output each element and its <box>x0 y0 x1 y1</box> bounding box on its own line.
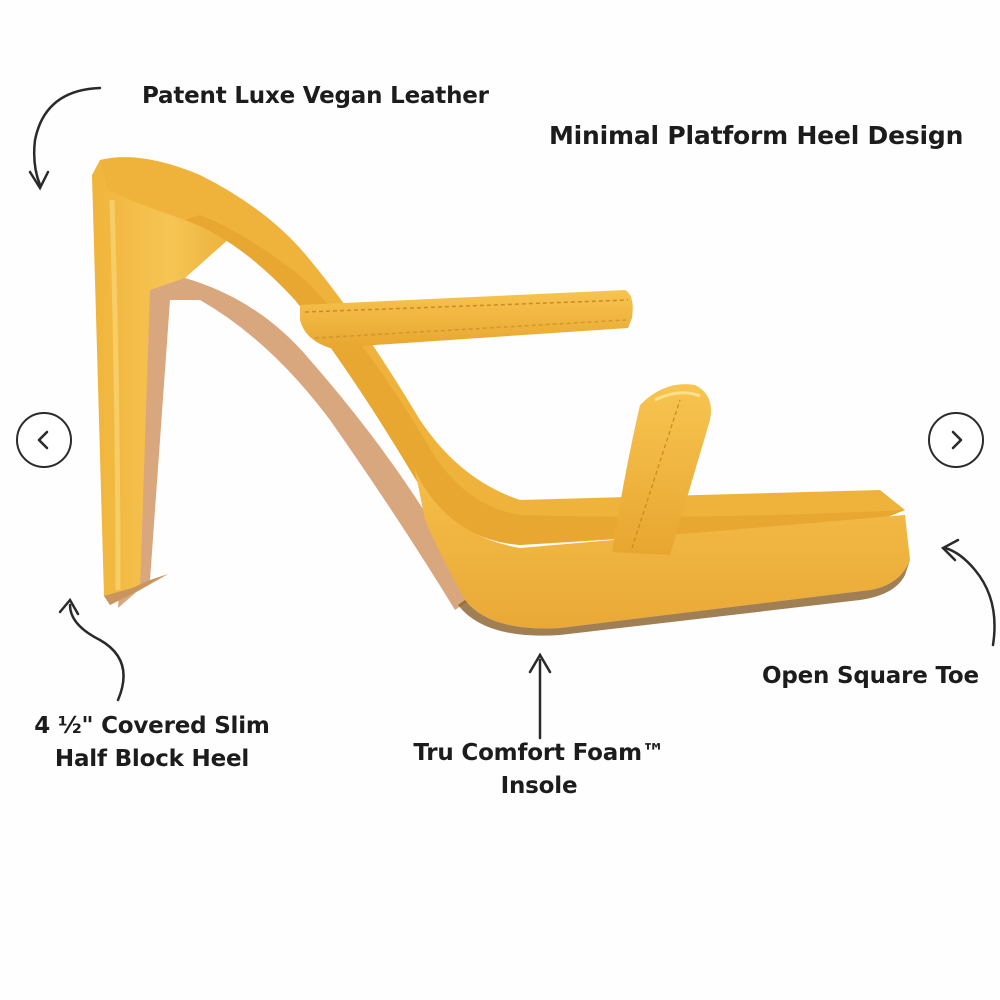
annotation-toe: Open Square Toe <box>762 660 979 693</box>
toe-strap <box>612 384 711 555</box>
annotation-heel-line-1: 4 ½" Covered Slim <box>34 713 270 739</box>
annotation-material-line: Patent Luxe Vegan Leather <box>142 83 489 109</box>
annotation-insole: Tru Comfort Foam™ Insole <box>400 737 678 803</box>
annotation-design-line: Minimal Platform Heel Design <box>549 121 964 150</box>
chevron-left-icon <box>37 430 49 450</box>
next-image-button[interactable] <box>928 412 984 468</box>
annotation-insole-line-1: Tru Comfort Foam™ <box>413 740 665 766</box>
chevron-right-icon <box>951 430 963 450</box>
annotation-design: Minimal Platform Heel Design <box>549 119 963 152</box>
footbed <box>100 157 905 545</box>
heel-block <box>92 158 250 605</box>
annotation-heel-line-2: Half Block Heel <box>54 746 250 772</box>
rear-strap <box>300 290 633 348</box>
annotation-heel: 4 ½" Covered Slim Half Block Heel <box>26 710 278 776</box>
annotation-toe-line: Open Square Toe <box>762 663 979 689</box>
annotation-insole-line-2: Insole <box>500 773 578 799</box>
heel-lining <box>118 278 470 610</box>
prev-image-button[interactable] <box>16 412 72 468</box>
annotation-material: Patent Luxe Vegan Leather <box>142 80 489 113</box>
